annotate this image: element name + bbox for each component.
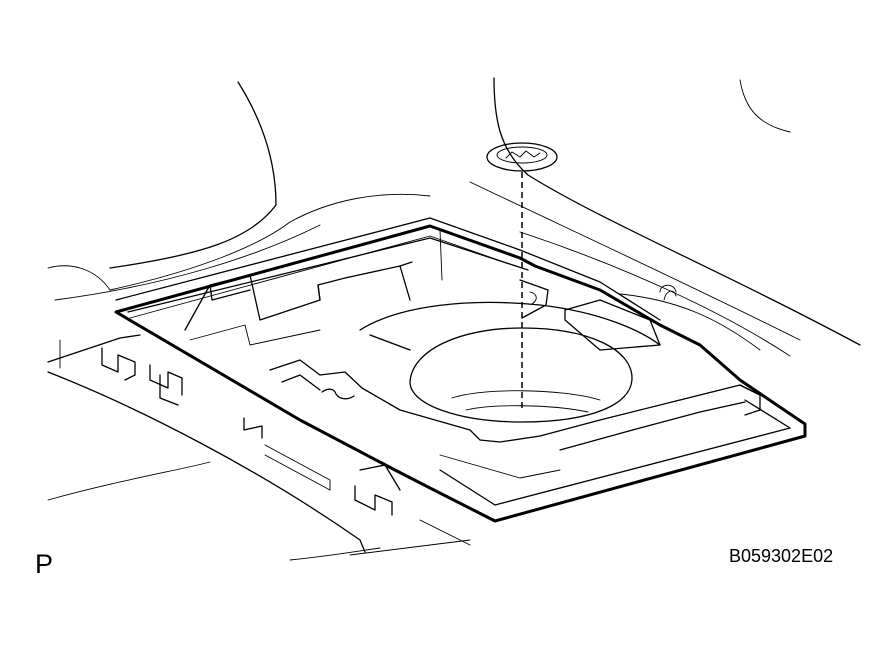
view-label: P bbox=[35, 549, 54, 579]
clip-part bbox=[486, 142, 558, 172]
body-panel-outline bbox=[469, 77, 861, 357]
board-inner-contours bbox=[184, 261, 761, 479]
deck-board bbox=[114, 224, 807, 523]
spare-tire-well bbox=[409, 327, 633, 423]
figure-code: B059302E02 bbox=[729, 546, 834, 566]
seatback-outline bbox=[47, 81, 431, 301]
front-trim-panel bbox=[47, 334, 471, 561]
trim-clips bbox=[101, 347, 401, 516]
